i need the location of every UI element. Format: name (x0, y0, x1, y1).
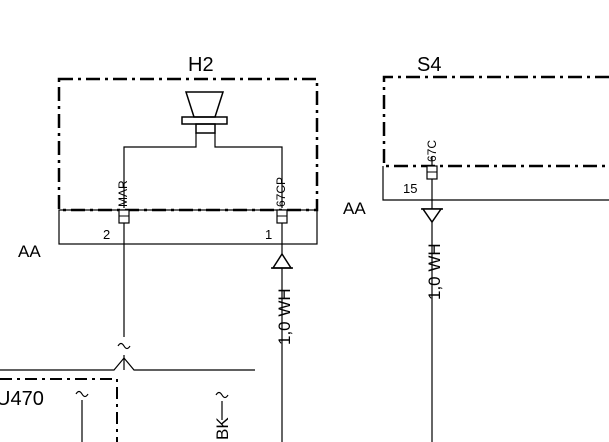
h2-internal-wire-right (214, 133, 283, 208)
s4-wire-label: 1,0 WH (425, 243, 444, 300)
h2-pin-2: MAR 2 (103, 180, 130, 242)
s4-pin15-wire: 1,0 WH (421, 179, 444, 442)
s4-outline (382, 75, 609, 168)
bk-wire-label: BK (213, 417, 232, 440)
s4-component: S4 AA 67C 15 (343, 54, 609, 218)
s4-connector-box (382, 166, 609, 201)
u470-outline (0, 378, 118, 442)
speaker-icon (181, 91, 228, 134)
u470-component: U470 (0, 378, 118, 442)
h2-pin-1-signal: 67CP (274, 177, 288, 207)
s4-pin-15-number: 15 (403, 181, 417, 196)
h2-pin-2-number: 2 (103, 227, 110, 242)
break-tilde-icon (117, 342, 131, 350)
h2-pin-2-signal: MAR (116, 180, 130, 207)
h2-pin-1-number: 1 (265, 227, 272, 242)
connector-arrow-icon (421, 208, 443, 224)
h2-outline (57, 77, 319, 212)
h2-pin1-wire: 1,0 WH (271, 223, 294, 442)
h2-internal-wire-left (123, 133, 197, 208)
h2-aa-label: AA (18, 242, 41, 261)
s4-title: S4 (417, 54, 441, 76)
h2-wire-label: 1,0 WH (275, 288, 294, 345)
h2-title: H2 (188, 54, 214, 76)
harness-bundle (0, 357, 255, 371)
h2-component: H2 AA MAR 2 67CP 1 (18, 54, 319, 261)
s4-aa-label: AA (343, 199, 366, 218)
bk-wire: BK (213, 391, 232, 440)
break-tilde-icon (215, 391, 229, 399)
h2-pin2-wire (117, 223, 131, 370)
s4-pin-15-signal: 67C (425, 140, 439, 162)
connector-arrow-icon (271, 252, 293, 269)
break-tilde-icon (75, 390, 89, 398)
s4-pin-15: 67C 15 (403, 140, 439, 196)
u470-title: U470 (0, 388, 44, 410)
